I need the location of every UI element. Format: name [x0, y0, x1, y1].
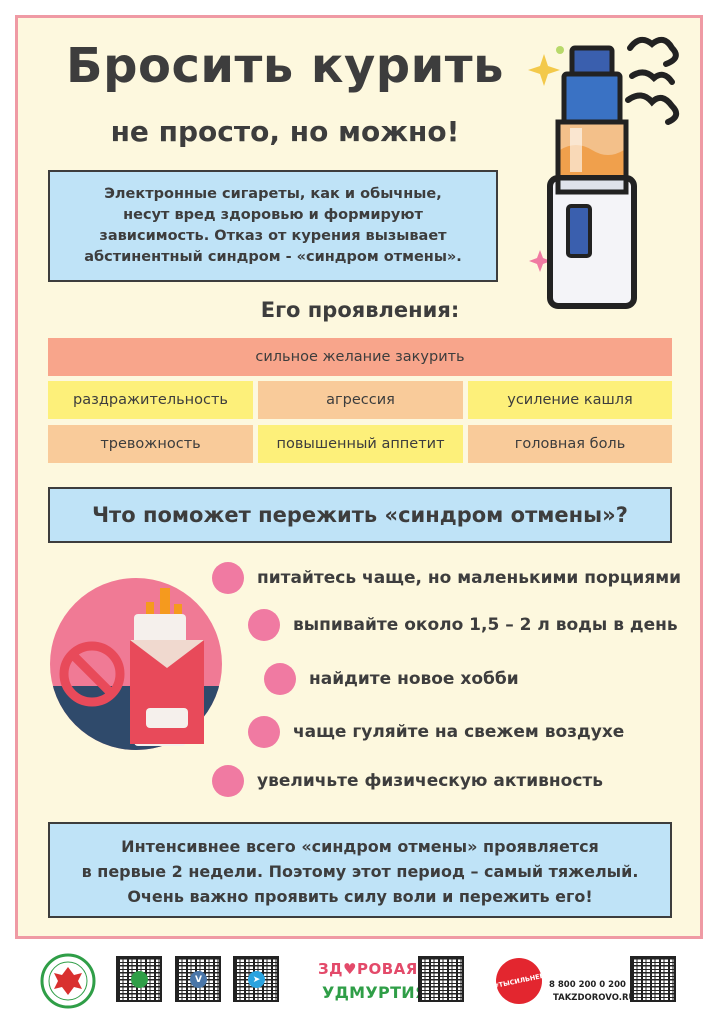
intro-box: Электронные сигареты, как и обычные, нес…	[48, 170, 498, 282]
hotline-site[interactable]: TAKZDOROVO.RU	[553, 993, 636, 1003]
qr-code-icon[interactable]	[630, 956, 676, 1002]
intro-line: абстинентный синдром - «синдром отмены».	[84, 249, 462, 265]
tip-item: увеличьте физическую активность	[212, 765, 603, 797]
sparkle-icon	[528, 54, 560, 86]
hotline-phone: 8 800 200 0 200	[549, 980, 626, 990]
tip-dot-icon	[248, 609, 280, 641]
tip-item: выпивайте около 1,5 – 2 л воды в день	[248, 609, 678, 641]
symptom-cell: тревожность	[48, 425, 253, 463]
page-subtitle: не просто, но можно!	[110, 115, 460, 148]
qr-code-icon[interactable]	[175, 956, 221, 1002]
tip-dot-icon	[264, 663, 296, 695]
tip-item: чаще гуляйте на свежем воздухе	[248, 716, 624, 748]
intro-line: несут вред здоровью и формируют	[123, 207, 423, 223]
no-smoking-cigarettes-icon	[50, 578, 222, 750]
tip-dot-icon	[248, 716, 280, 748]
vape-device-icon	[528, 36, 680, 309]
final-line: Очень важно проявить силу воли и пережит…	[127, 887, 593, 906]
tip-text: найдите новое хобби	[309, 669, 519, 689]
symptoms-heading: Его проявления:	[260, 298, 460, 322]
emblem-logo-icon	[40, 953, 96, 1009]
symptom-cell: раздражительность	[48, 381, 253, 419]
symptom-cell: головная боль	[468, 425, 672, 463]
tip-dot-icon	[212, 562, 244, 594]
symptom-cell: усиление кашля	[468, 381, 672, 419]
symptom-cell: повышенный аппетит	[258, 425, 463, 463]
tip-item: найдите новое хобби	[264, 663, 519, 695]
qr-code-icon[interactable]	[418, 956, 464, 1002]
badge-circle: #ТЫСИЛЬНЕЕ	[492, 958, 546, 1004]
page-title: Бросить курить	[66, 38, 504, 94]
tip-text: выпивайте около 1,5 – 2 л воды в день	[293, 615, 678, 635]
final-box: Интенсивнее всего «синдром отмены» прояв…	[48, 822, 672, 918]
telegram-icon: ➤	[248, 971, 265, 988]
emblem-small-icon	[131, 971, 148, 988]
vk-icon: V	[190, 971, 207, 988]
tip-text: питайтесь чаще, но маленькими порциями	[257, 568, 682, 588]
tip-text: чаще гуляйте на свежем воздухе	[293, 722, 625, 742]
tip-dot-icon	[212, 765, 244, 797]
brand-name-top: ЗД♥РОВАЯ	[318, 960, 418, 978]
badge-text: #ТЫСИЛЬНЕЕ	[492, 971, 546, 991]
symptom-cell: агрессия	[258, 381, 463, 419]
question-box: Что поможет пережить «синдром отмены»?	[48, 487, 672, 543]
brand-name-bottom: УДМУРТИЯ	[322, 983, 428, 1002]
final-line: Интенсивнее всего «синдром отмены» прояв…	[121, 837, 599, 856]
intro-line: Электронные сигареты, как и обычные,	[104, 186, 442, 202]
tip-item: питайтесь чаще, но маленькими порциями	[212, 562, 681, 594]
final-line: в первые 2 недели. Поэтому этот период –…	[81, 862, 639, 881]
intro-line: зависимость. Отказ от курения вызывает	[99, 228, 447, 244]
tip-text: увеличьте физическую активность	[257, 771, 604, 791]
symptom-main: сильное желание закурить	[48, 338, 672, 376]
